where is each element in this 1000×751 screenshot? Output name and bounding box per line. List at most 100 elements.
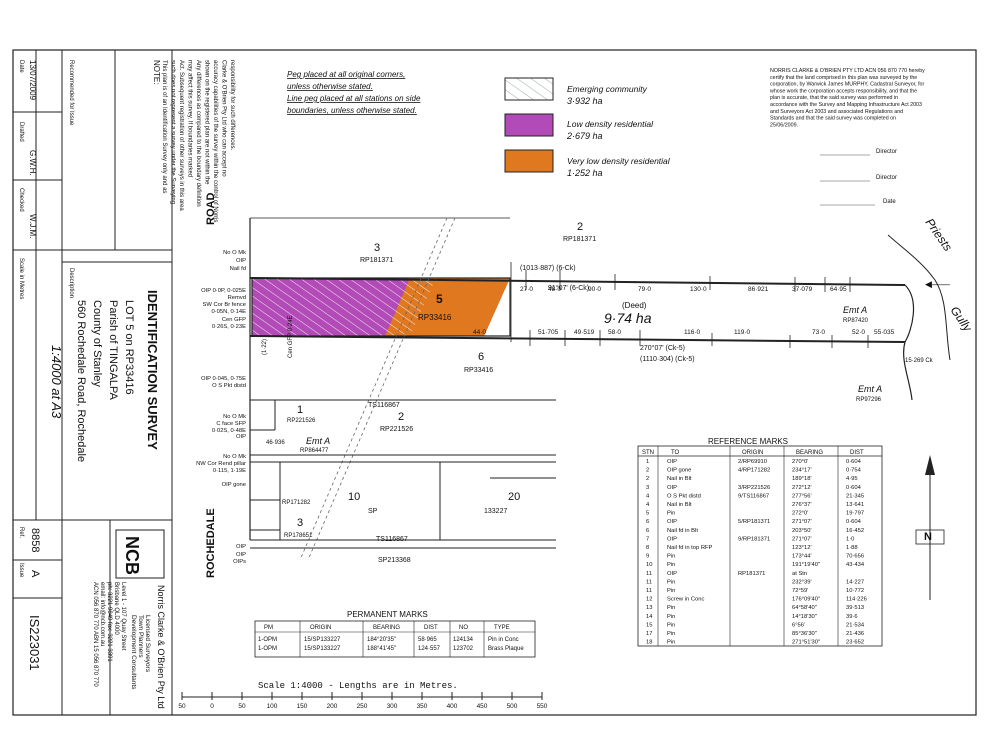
ref-cell: 271°07' bbox=[792, 536, 812, 542]
scale-tick-label: 100 bbox=[267, 703, 278, 710]
pm-cell: 15/SP133227 bbox=[304, 646, 341, 652]
legend-label-very-low: Very low density residential bbox=[567, 156, 671, 166]
ref-cell: Nail in Blt bbox=[667, 502, 692, 508]
lot-1-south-plan: RP171282 bbox=[282, 500, 311, 506]
sheet-border bbox=[12, 49, 977, 716]
scale-tick-label: 350 bbox=[417, 703, 428, 710]
ref-cell: 85°36'30" bbox=[792, 631, 817, 637]
pm-cell: 188°41'45" bbox=[367, 646, 396, 652]
note-line: may affect this survey. If boundaries ma… bbox=[187, 60, 193, 177]
note-line: responsibility for such differences. bbox=[229, 60, 235, 151]
ref-cell: 176°09'40" bbox=[792, 597, 820, 603]
ref-cell: 21·436 bbox=[846, 631, 864, 637]
peg-note-3: Line peg placed at all stations on side bbox=[287, 94, 421, 103]
south-dimension: 116·0 bbox=[684, 329, 701, 336]
ref-cell: 2 bbox=[646, 468, 649, 474]
description-line: 560 Rochedale Road, Rochedale bbox=[75, 300, 87, 462]
ref-cell: Nail fd in top RFP bbox=[667, 545, 713, 551]
corner-note: No O Mk bbox=[223, 414, 246, 420]
certificate-line: whose work the corporation accepts respo… bbox=[770, 88, 917, 94]
deed-label: (Deed) bbox=[622, 301, 647, 310]
corner-note: OIP bbox=[236, 552, 246, 558]
pm-cell: 124·557 bbox=[418, 646, 441, 652]
ref-cell: 72°59' bbox=[792, 588, 808, 594]
ref-cell: 191°19'40" bbox=[792, 562, 820, 568]
ref-cell: Screw in Conc bbox=[667, 597, 704, 603]
ref-cell: 271°51'30" bbox=[792, 640, 820, 646]
description-line: County of Stanley bbox=[91, 300, 103, 387]
ref-cell: 4/RP171282 bbox=[738, 468, 770, 474]
note-line: such does not represent a survey under t… bbox=[170, 60, 176, 204]
ref-cell: 14°18'30" bbox=[792, 614, 817, 620]
scale-bar: Scale 1:4000 - Lengths are in Metres. 50… bbox=[178, 681, 547, 710]
note-line: accuracy capabilities of the survey with… bbox=[212, 60, 218, 222]
ref-cell: Pin bbox=[667, 631, 675, 637]
gully-label: Gully bbox=[948, 304, 976, 335]
corner-note: 0·115, 1·19E bbox=[213, 468, 246, 474]
ref-cell: 12 bbox=[646, 597, 652, 603]
legend-swatch-low bbox=[504, 113, 554, 137]
ref-cell: 21·345 bbox=[846, 493, 864, 499]
ref-cell: 271°07' bbox=[792, 519, 812, 525]
ref-cell: 114·226 bbox=[846, 597, 867, 603]
ref-cell: 39·513 bbox=[846, 605, 864, 611]
lot-10: 10 bbox=[348, 491, 360, 503]
ref-cell: Pin bbox=[667, 614, 675, 620]
scale-tick-label: 500 bbox=[507, 703, 518, 710]
ref-cell: 9/TS116867 bbox=[738, 493, 769, 499]
lot-area: 9·74 ha bbox=[604, 310, 652, 326]
ref-cell: Pin bbox=[667, 562, 675, 568]
note-line: This plan is of an Identification Survey… bbox=[161, 60, 167, 193]
lot-10-plan: SP bbox=[368, 508, 378, 515]
boundary-south bbox=[249, 335, 906, 343]
ref-cell: 3 bbox=[646, 485, 649, 491]
ref-cell: Pin bbox=[667, 588, 675, 594]
issue-value: A bbox=[29, 570, 41, 578]
ref-cell: 39·6 bbox=[846, 614, 858, 620]
scale-caption: Scale 1:4000 - Lengths are in Metres. bbox=[258, 681, 458, 691]
checked-value: W.J.M. bbox=[28, 214, 37, 238]
north-dimension: 79·0 bbox=[638, 286, 651, 293]
scale-tick-label: 550 bbox=[537, 703, 548, 710]
ref-cell: at Stn bbox=[792, 571, 807, 577]
corner-note: OIPs bbox=[233, 559, 246, 565]
north-dimension: 90·0 bbox=[588, 286, 601, 293]
ref-cell: 13·641 bbox=[846, 502, 864, 508]
road-label-bottom: ROCHEDALE bbox=[205, 508, 217, 578]
ref-cell: Nail in Blt bbox=[667, 476, 692, 482]
ref-cell: 272°12' bbox=[792, 485, 812, 491]
bearing-north: 91°07' (6-Ck) bbox=[548, 284, 589, 292]
pm-cell: Brass Plaque bbox=[488, 646, 524, 652]
pm-header: TYPE bbox=[494, 625, 510, 631]
ref-cell: 189°18' bbox=[792, 476, 812, 482]
left-offset-1: (1·22) bbox=[262, 339, 268, 355]
corner-note: C face SFP bbox=[216, 421, 246, 427]
ref-cell: OIP bbox=[667, 459, 677, 465]
pm-cell: 58·965 bbox=[418, 637, 437, 643]
ref-label: Ref. bbox=[18, 527, 24, 538]
lot-3-plan: RP181371 bbox=[360, 257, 393, 264]
ref-cell: 0·754 bbox=[846, 468, 862, 474]
note-line: Clarke & O'Brien Pty Ltd who can accept … bbox=[221, 60, 227, 177]
ref-cell: 0·604 bbox=[846, 459, 862, 465]
pm-header: PM bbox=[264, 625, 273, 631]
north-dimension: 27·0 bbox=[520, 286, 533, 293]
certificate-line: Standards and that the said survey was c… bbox=[770, 116, 896, 122]
ref-cell: OIP bbox=[667, 485, 677, 491]
certificate-line: plan is accurate, that the said survey w… bbox=[770, 95, 898, 101]
gully-creek-line bbox=[903, 284, 915, 401]
corner-note: No O Mk bbox=[223, 454, 246, 460]
scale-label: Scale in Metres bbox=[18, 258, 24, 299]
certificate-line: and Surveyors Act 2003 and associated Re… bbox=[770, 109, 903, 115]
scale-tick-label: 150 bbox=[297, 703, 308, 710]
issue-label: Issue bbox=[18, 563, 24, 578]
corner-note: 0·02S, 0·48E bbox=[212, 428, 246, 434]
ref-cell: 2/RP69910 bbox=[738, 459, 767, 465]
ref-cell: 14 bbox=[646, 614, 653, 620]
south-dimension: 49·519 bbox=[574, 329, 595, 336]
